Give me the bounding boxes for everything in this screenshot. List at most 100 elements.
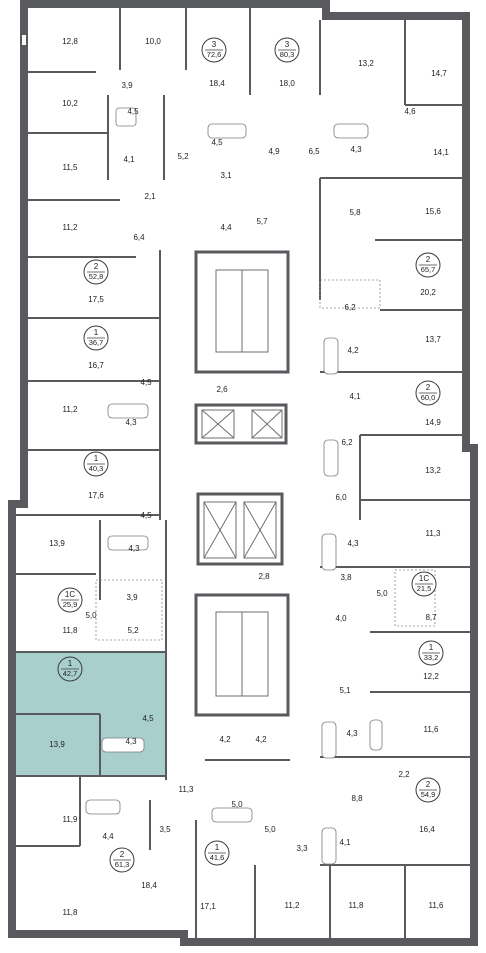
apartment-badge[interactable]: 265,7 <box>415 252 441 278</box>
apartment-type: 1 <box>94 328 99 337</box>
apartment-total-area: 40,3 <box>89 464 104 473</box>
room-area-label: 4,3 <box>346 729 358 738</box>
apartment-total-area: 41,6 <box>210 853 225 862</box>
apartment-type: 3 <box>212 40 217 49</box>
room-area-label: 11,3 <box>179 785 195 794</box>
apartment-total-area: 52,8 <box>89 272 104 281</box>
room-area-label: 13,7 <box>425 335 441 344</box>
room-area-label: 16,4 <box>419 825 435 834</box>
room-area-label: 3,1 <box>220 171 232 180</box>
room-area-label: 5,0 <box>231 800 243 809</box>
room-area-label: 11,8 <box>349 901 365 910</box>
apartment-type: 1 <box>215 843 220 852</box>
apartment-badge[interactable]: 372,6 <box>201 37 227 63</box>
room-area-label: 14,7 <box>431 69 447 78</box>
apartment-total-area: 42,7 <box>63 669 78 678</box>
building-core <box>194 250 290 717</box>
room-area-label: 14,9 <box>425 418 441 427</box>
room-area-label: 4,1 <box>349 392 361 401</box>
room-area-label: 18,4 <box>209 79 225 88</box>
apartment-badge[interactable]: 252,8 <box>83 259 109 285</box>
apartment-badge[interactable]: 380,3 <box>274 37 300 63</box>
apartment-badge[interactable]: 254,9 <box>415 777 441 803</box>
apartment-total-area: 80,3 <box>280 50 295 59</box>
room-area-label: 15,6 <box>425 207 441 216</box>
room-area-label: 5,7 <box>256 217 268 226</box>
room-area-label: 4,5 <box>127 107 139 116</box>
apartment-badge[interactable]: 141,6 <box>204 840 230 866</box>
room-area-label: 6,4 <box>133 233 145 242</box>
room-area-label: 4,3 <box>347 539 359 548</box>
room-area-label: 14,1 <box>433 148 449 157</box>
room-area-label: 11,8 <box>63 626 79 635</box>
room-area-label: 5,0 <box>264 825 276 834</box>
apartment-total-area: 25,9 <box>63 600 78 609</box>
room-area-label: 11,8 <box>63 908 79 917</box>
room-area-label: 11,5 <box>63 163 79 172</box>
room-area-label: 3,9 <box>121 81 133 90</box>
apartment-badge[interactable]: 136,7 <box>83 325 109 351</box>
fixtures <box>85 107 436 865</box>
room-area-label: 8,8 <box>351 794 363 803</box>
room-area-label: 4,3 <box>125 418 137 427</box>
apartment-total-area: 65,7 <box>421 265 436 274</box>
apartment-badge[interactable]: 142,7 <box>57 656 83 682</box>
apartment-total-area: 54,9 <box>421 790 436 799</box>
room-area-label: 4,9 <box>268 147 280 156</box>
room-area-label: 18,4 <box>141 881 157 890</box>
room-area-label: 4,5 <box>140 511 152 520</box>
room-area-label: 11,2 <box>63 405 79 414</box>
apartment-badge[interactable]: 140,3 <box>83 451 109 477</box>
room-area-label: 3,5 <box>159 825 171 834</box>
room-area-label: 4,6 <box>404 107 416 116</box>
apartment-total-area: 72,6 <box>207 50 222 59</box>
room-area-label: 12,2 <box>423 672 439 681</box>
apartment-type: 2 <box>94 262 99 271</box>
room-area-label: 2,8 <box>258 572 270 581</box>
room-area-label: 16,7 <box>88 361 104 370</box>
apartment-type: 2 <box>120 850 125 859</box>
room-area-label: 4,4 <box>102 832 114 841</box>
room-area-label: 11,9 <box>63 815 79 824</box>
apartment-type: 2 <box>426 255 431 264</box>
room-area-label: 4,4 <box>220 223 232 232</box>
apartment-type: 2 <box>426 780 431 789</box>
room-area-label: 4,2 <box>347 346 359 355</box>
apartment-badge[interactable]: 260,0 <box>415 380 441 406</box>
room-area-label: 11,2 <box>63 223 79 232</box>
room-area-label: 6,2 <box>344 303 356 312</box>
apartment-type: 1 <box>68 659 73 668</box>
room-area-label: 10,0 <box>145 37 161 46</box>
apartment-type: 3 <box>285 40 290 49</box>
room-area-label: 3,3 <box>296 844 308 853</box>
room-area-label: 13,9 <box>49 539 65 548</box>
room-area-label: 11,3 <box>426 529 442 538</box>
room-area-label: 18,0 <box>279 79 295 88</box>
room-area-label: 5,0 <box>85 611 97 620</box>
room-area-label: 17,6 <box>88 491 104 500</box>
apartment-type: 1C <box>65 590 75 599</box>
room-area-label: 4,2 <box>255 735 267 744</box>
room-area-label: 4,5 <box>142 714 154 723</box>
apartment-badges: 372,6380,3252,8265,7136,7260,0140,31C25,… <box>57 37 444 873</box>
apartment-badge[interactable]: 133,2 <box>418 640 444 666</box>
room-area-label: 11,2 <box>285 901 301 910</box>
apartment-total-area: 61,3 <box>115 860 130 869</box>
room-area-label: 5,0 <box>376 589 388 598</box>
room-area-label: 2,2 <box>398 770 410 779</box>
apartment-badge[interactable]: 261,3 <box>109 847 135 873</box>
room-area-label: 4,1 <box>339 838 351 847</box>
room-area-label: 5,2 <box>177 152 189 161</box>
room-area-label: 6,2 <box>341 438 353 447</box>
room-area-label: 5,1 <box>339 686 351 695</box>
room-area-label: 2,6 <box>216 385 228 394</box>
room-area-label: 4,3 <box>128 544 140 553</box>
room-area-label: 4,0 <box>335 614 347 623</box>
room-area-label: 4,5 <box>211 138 223 147</box>
room-area-label: 3,9 <box>126 593 138 602</box>
apartment-type: 1C <box>419 574 429 583</box>
